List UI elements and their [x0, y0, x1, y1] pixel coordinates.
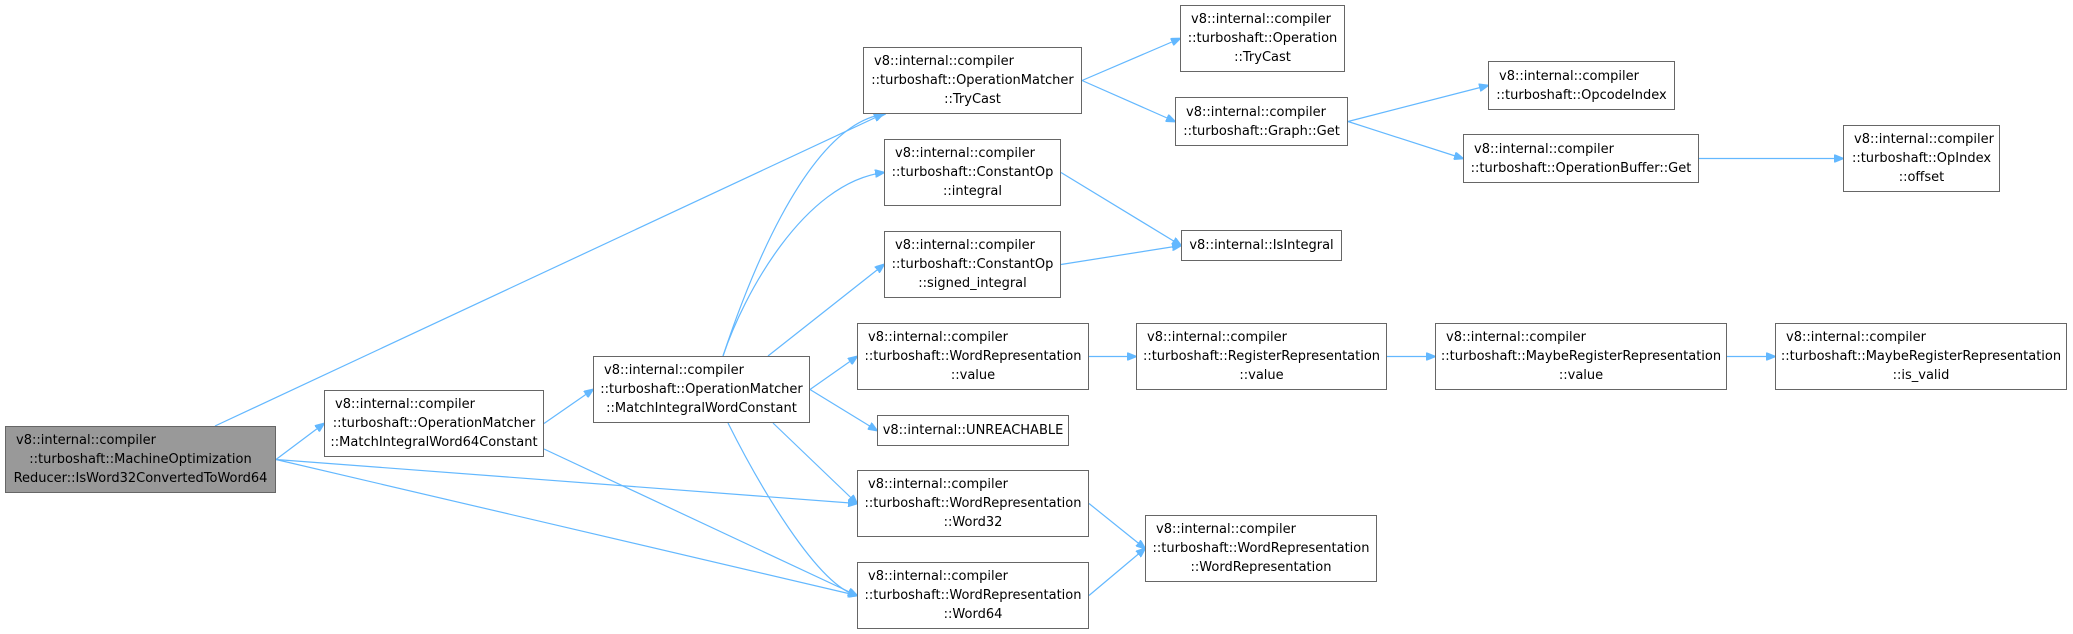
node-line: ::turboshaft::RegisterRepresentation: [1142, 349, 1381, 364]
node-root-isword32convertedtoword64[interactable]: v8::internal::compiler ::turboshaft::Mac…: [5, 426, 276, 493]
node-line: ::turboshaft::MaybeRegisterRepresentatio…: [1440, 349, 1722, 364]
node-line: ::turboshaft::ConstantOp: [891, 257, 1054, 272]
node-line: v8::internal::compiler: [1474, 141, 1614, 157]
node-line: ::value: [1239, 368, 1284, 383]
node-line: ::Word32: [943, 515, 1003, 530]
edge-matchword-to-wordrep_value: [809, 357, 857, 390]
node-line: ::Word64: [943, 607, 1003, 622]
node-line: ::TryCast: [944, 92, 1001, 107]
node-graph-get[interactable]: v8::internal::compiler ::turboshaft::Gra…: [1175, 97, 1348, 146]
edge-word64-to-wordrep_ctor: [1088, 549, 1145, 596]
node-line: v8::internal::compiler: [1191, 12, 1331, 27]
node-line: v8::internal::compiler: [1499, 68, 1639, 84]
edge-match64-to-matchword: [543, 390, 593, 424]
node-line: ::turboshaft::OperationMatcher: [871, 73, 1074, 88]
edge-word32-to-wordrep_ctor: [1088, 503, 1145, 549]
node-line: v8::internal::compiler: [895, 238, 1035, 253]
node-line: ::offset: [1898, 170, 1945, 185]
node-operation-buffer-get[interactable]: v8::internal::compiler ::turboshaft::Ope…: [1463, 134, 1699, 183]
edge-const_integral-to-isintegral: [1060, 171, 1181, 246]
node-line: v8::internal::compiler: [1854, 132, 1994, 147]
node-line: Reducer::IsWord32ConvertedToWord64: [13, 471, 268, 486]
node-line: ::turboshaft::WordRepresentation: [864, 588, 1082, 603]
edge-root-to-word32: [275, 458, 857, 504]
node-line: v8::internal::compiler: [868, 330, 1008, 345]
node-line: v8::internal::compiler: [1446, 330, 1586, 345]
node-line: v8::internal::compiler: [868, 477, 1008, 492]
node-line: ::turboshaft::WordRepresentation: [1152, 541, 1370, 556]
node-wordrepresentation-word64[interactable]: v8::internal::compiler ::turboshaft::Wor…: [857, 562, 1089, 629]
node-line: ::turboshaft::ConstantOp: [891, 165, 1054, 180]
edge-matchword-to-word32: [772, 422, 857, 504]
node-line: ::MatchIntegralWordConstant: [606, 401, 797, 416]
node-wordrepresentation-value[interactable]: v8::internal::compiler ::turboshaft::Wor…: [857, 323, 1089, 390]
node-line: v8::internal::compiler: [1786, 330, 1926, 345]
edges-layer: [214, 39, 1843, 596]
edge-graph_get-to-opcodeindex: [1347, 86, 1488, 123]
node-constantop-signed-integral[interactable]: v8::internal::compiler ::turboshaft::Con…: [884, 231, 1061, 298]
node-line: ::turboshaft::OpcodeIndex: [1496, 87, 1667, 103]
node-unreachable[interactable]: v8::internal::UNREACHABLE: [877, 415, 1069, 446]
edge-const_signed-to-isintegral: [1060, 246, 1181, 266]
node-is-integral[interactable]: v8::internal::IsIntegral: [1181, 230, 1342, 261]
node-line: ::integral: [943, 184, 1002, 199]
node-line: ::turboshaft::MaybeRegisterRepresentatio…: [1780, 349, 2062, 364]
edge-matchword-to-trycast: [722, 114, 885, 357]
node-mayberegisterrepresentation-value[interactable]: v8::internal::compiler ::turboshaft::May…: [1435, 323, 1727, 390]
node-line: ::turboshaft::OperationMatcher: [332, 416, 536, 431]
node-line: v8::internal::compiler: [1147, 330, 1287, 345]
edge-root-to-word64: [275, 458, 857, 596]
edge-matchword-to-unreachable: [809, 388, 877, 431]
edge-matchword-to-word64: [727, 422, 857, 596]
node-line: ::WordRepresentation: [1190, 560, 1332, 575]
node-line: ::turboshaft::Operation: [1187, 31, 1338, 46]
edge-matchword-to-const_signed: [767, 265, 884, 357]
node-line: ::TryCast: [1234, 50, 1291, 65]
node-line: ::turboshaft::OperationMatcher: [600, 382, 803, 397]
edge-graph_get-to-opbuf_get: [1347, 120, 1463, 159]
node-constantop-integral[interactable]: v8::internal::compiler ::turboshaft::Con…: [884, 139, 1061, 206]
node-line: ::turboshaft::WordRepresentation: [864, 496, 1082, 511]
node-wordrepresentation-word32[interactable]: v8::internal::compiler ::turboshaft::Wor…: [857, 470, 1089, 537]
node-line: v8::internal::compiler: [868, 569, 1008, 584]
node-line: v8::internal::compiler: [604, 363, 744, 378]
node-line: v8::internal::compiler: [1156, 522, 1296, 537]
edge-root-to-trycast: [214, 114, 883, 427]
node-line: ::MatchIntegralWord64Constant: [330, 435, 538, 450]
node-line: v8::internal::compiler: [335, 397, 475, 412]
node-line: v8::internal::IsIntegral: [1189, 238, 1334, 253]
node-line: ::signed_integral: [918, 276, 1027, 291]
node-line: ::turboshaft::Graph::Get: [1183, 123, 1340, 139]
edge-trycast-to-op_trycast: [1081, 39, 1180, 82]
node-mayberegisterrepresentation-is-valid[interactable]: v8::internal::compiler ::turboshaft::May…: [1775, 323, 2067, 390]
node-wordrepresentation-constructor[interactable]: v8::internal::compiler ::turboshaft::Wor…: [1145, 515, 1377, 582]
node-line: v8::internal::compiler: [1186, 104, 1326, 120]
node-line: ::turboshaft::MachineOptimization: [29, 452, 252, 467]
edge-root-to-match64: [275, 424, 324, 460]
edge-trycast-to-graph_get: [1081, 79, 1175, 122]
node-line: v8::internal::compiler: [874, 54, 1014, 69]
node-line: v8::internal::compiler: [895, 146, 1035, 161]
node-operation-trycast[interactable]: v8::internal::compiler ::turboshaft::Ope…: [1180, 5, 1345, 72]
node-line: v8::internal::compiler: [16, 433, 156, 448]
edge-match64-to-word64: [543, 448, 857, 596]
node-match-integral-word64-constant[interactable]: v8::internal::compiler ::turboshaft::Ope…: [324, 390, 544, 457]
node-line: ::turboshaft::OpIndex: [1851, 151, 1992, 166]
node-line: ::value: [1558, 368, 1604, 383]
node-line: v8::internal::UNREACHABLE: [882, 423, 1064, 438]
node-line: ::is_valid: [1892, 368, 1950, 383]
node-operation-matcher-trycast[interactable]: v8::internal::compiler ::turboshaft::Ope…: [863, 47, 1082, 114]
node-line: ::value: [950, 368, 996, 383]
node-line: ::turboshaft::WordRepresentation: [864, 349, 1082, 364]
node-opindex-offset[interactable]: v8::internal::compiler ::turboshaft::OpI…: [1843, 125, 2000, 192]
node-match-integral-word-constant[interactable]: v8::internal::compiler ::turboshaft::Ope…: [593, 356, 810, 423]
node-opcode-index[interactable]: v8::internal::compiler ::turboshaft::Opc…: [1488, 61, 1675, 110]
edge-matchword-to-const_integral: [722, 173, 884, 357]
node-registerrepresentation-value[interactable]: v8::internal::compiler ::turboshaft::Reg…: [1136, 323, 1387, 390]
node-line: ::turboshaft::OperationBuffer::Get: [1470, 160, 1692, 176]
